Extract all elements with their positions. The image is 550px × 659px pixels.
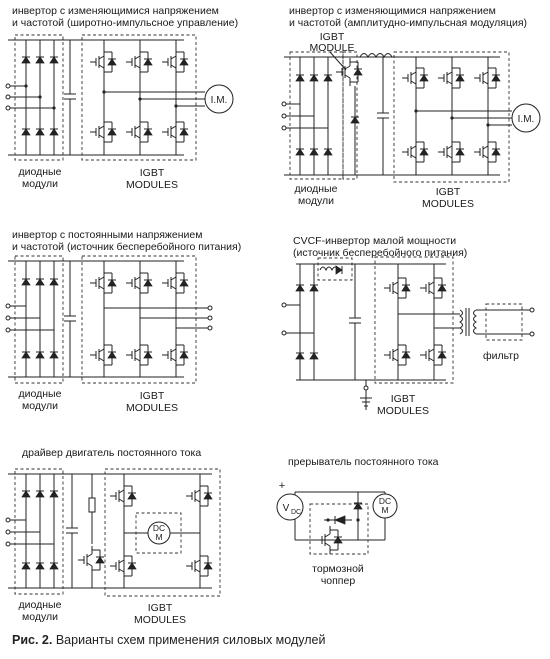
cvcf-title-line2: (источник бесперебойного питания) bbox=[293, 247, 468, 259]
pwm-diode-label-line2: модули bbox=[22, 178, 58, 190]
ups-title-line1: инвертор с постоянными напряжением bbox=[12, 229, 203, 241]
ups-diode-label-line2: модули bbox=[22, 400, 58, 412]
cvcf-filter-box bbox=[485, 303, 523, 341]
pwm-motor-label: I.M. bbox=[211, 95, 228, 106]
pam-igbt-label-line2: MODULES bbox=[422, 198, 474, 210]
ups-title-line2: и частотой (источник бесперебойного пита… bbox=[12, 241, 242, 253]
ups-igbt-bridge bbox=[89, 261, 189, 377]
pam-motor-label: I.M. bbox=[518, 114, 535, 125]
pam-diode-label-line2: модули bbox=[298, 195, 334, 207]
cvcf-filter-label: фильтр bbox=[483, 350, 519, 362]
ups-diode-bridge bbox=[21, 261, 59, 377]
cvcf-title-line1: CVCF-инвертор малой мощности bbox=[293, 235, 457, 247]
cvcf-igbt-label-line2: MODULES bbox=[377, 405, 429, 417]
pam-igbt-module-line1: IGBT bbox=[319, 31, 345, 43]
dc-drive-motor-line2: M bbox=[155, 532, 162, 542]
pam-igbt-module-line2: MODULE bbox=[309, 42, 355, 54]
pam-title-line1: инвертор с изменяющимися напряжением bbox=[289, 5, 496, 17]
pam-title-line2: и частотой (амплитудно-импульсная модуля… bbox=[289, 17, 528, 29]
chopper-brake-line2: чоппер bbox=[320, 575, 356, 587]
dc-drive-motor-symbol bbox=[147, 521, 171, 545]
pwm-igbt-label-line1: IGBT bbox=[139, 167, 165, 179]
dc-drive-diode-bridge bbox=[21, 474, 59, 588]
pwm-igbt-label-line2: MODULES bbox=[126, 179, 178, 191]
ups-igbt-label-line1: IGBT bbox=[139, 390, 165, 402]
cvcf-transformer bbox=[459, 309, 463, 335]
pam-motor-symbol bbox=[511, 103, 541, 133]
dc-drive-igbt-label-line1: IGBT bbox=[147, 602, 173, 614]
chopper-title: прерыватель постоянного тока bbox=[288, 456, 439, 468]
figure-caption: Рис. 2. Варианты схем применения силовых… bbox=[12, 633, 325, 647]
chopper-brake-box bbox=[309, 503, 369, 555]
cvcf-diode-bridge bbox=[295, 264, 319, 380]
dc-drive-diode-label-line2: модули bbox=[22, 611, 58, 623]
chopper-brake-line1: тормозной bbox=[312, 563, 364, 575]
cvcf-igbt-bridge bbox=[383, 264, 447, 380]
figure-label: Рис. 2. bbox=[12, 633, 53, 647]
dc-drive-motor-line1: DC bbox=[153, 523, 165, 533]
figure-caption-text: Варианты схем применения силовых модулей bbox=[55, 633, 326, 647]
chopper-source-sub: DC bbox=[291, 509, 301, 516]
chopper-motor-line2: M bbox=[381, 505, 388, 515]
pwm-title-line2: и частотой (широтно-импульсное управлени… bbox=[12, 17, 239, 29]
dc-drive-diode-label-line1: диодные bbox=[18, 599, 62, 611]
pwm-motor-symbol bbox=[204, 84, 234, 114]
chopper-source-symbol bbox=[276, 493, 304, 521]
chopper-source-main: V bbox=[283, 503, 290, 514]
pam-igbt-label-line1: IGBT bbox=[435, 186, 461, 198]
dc-drive-igbt-bridge bbox=[109, 474, 213, 588]
pwm-title-line1: инвертор с изменяющимися напряжением bbox=[12, 5, 219, 17]
ups-diode-label-line1: диодные bbox=[18, 388, 62, 400]
chopper-motor-line1: DC bbox=[379, 496, 391, 506]
dc-drive-igbt-label-line2: MODULES bbox=[134, 614, 186, 626]
dc-drive-title: драйвер двигатель постоянного тока bbox=[22, 447, 202, 459]
chopper-plus-sign: + bbox=[279, 480, 285, 492]
pam-igbt-bridge bbox=[401, 57, 501, 175]
cvcf-igbt-label-line1: IGBT bbox=[390, 393, 416, 405]
pwm-diode-label-line1: диодные bbox=[18, 166, 62, 178]
pam-diode-label-line1: диодные bbox=[294, 183, 338, 195]
ups-igbt-label-line2: MODULES bbox=[126, 402, 178, 414]
